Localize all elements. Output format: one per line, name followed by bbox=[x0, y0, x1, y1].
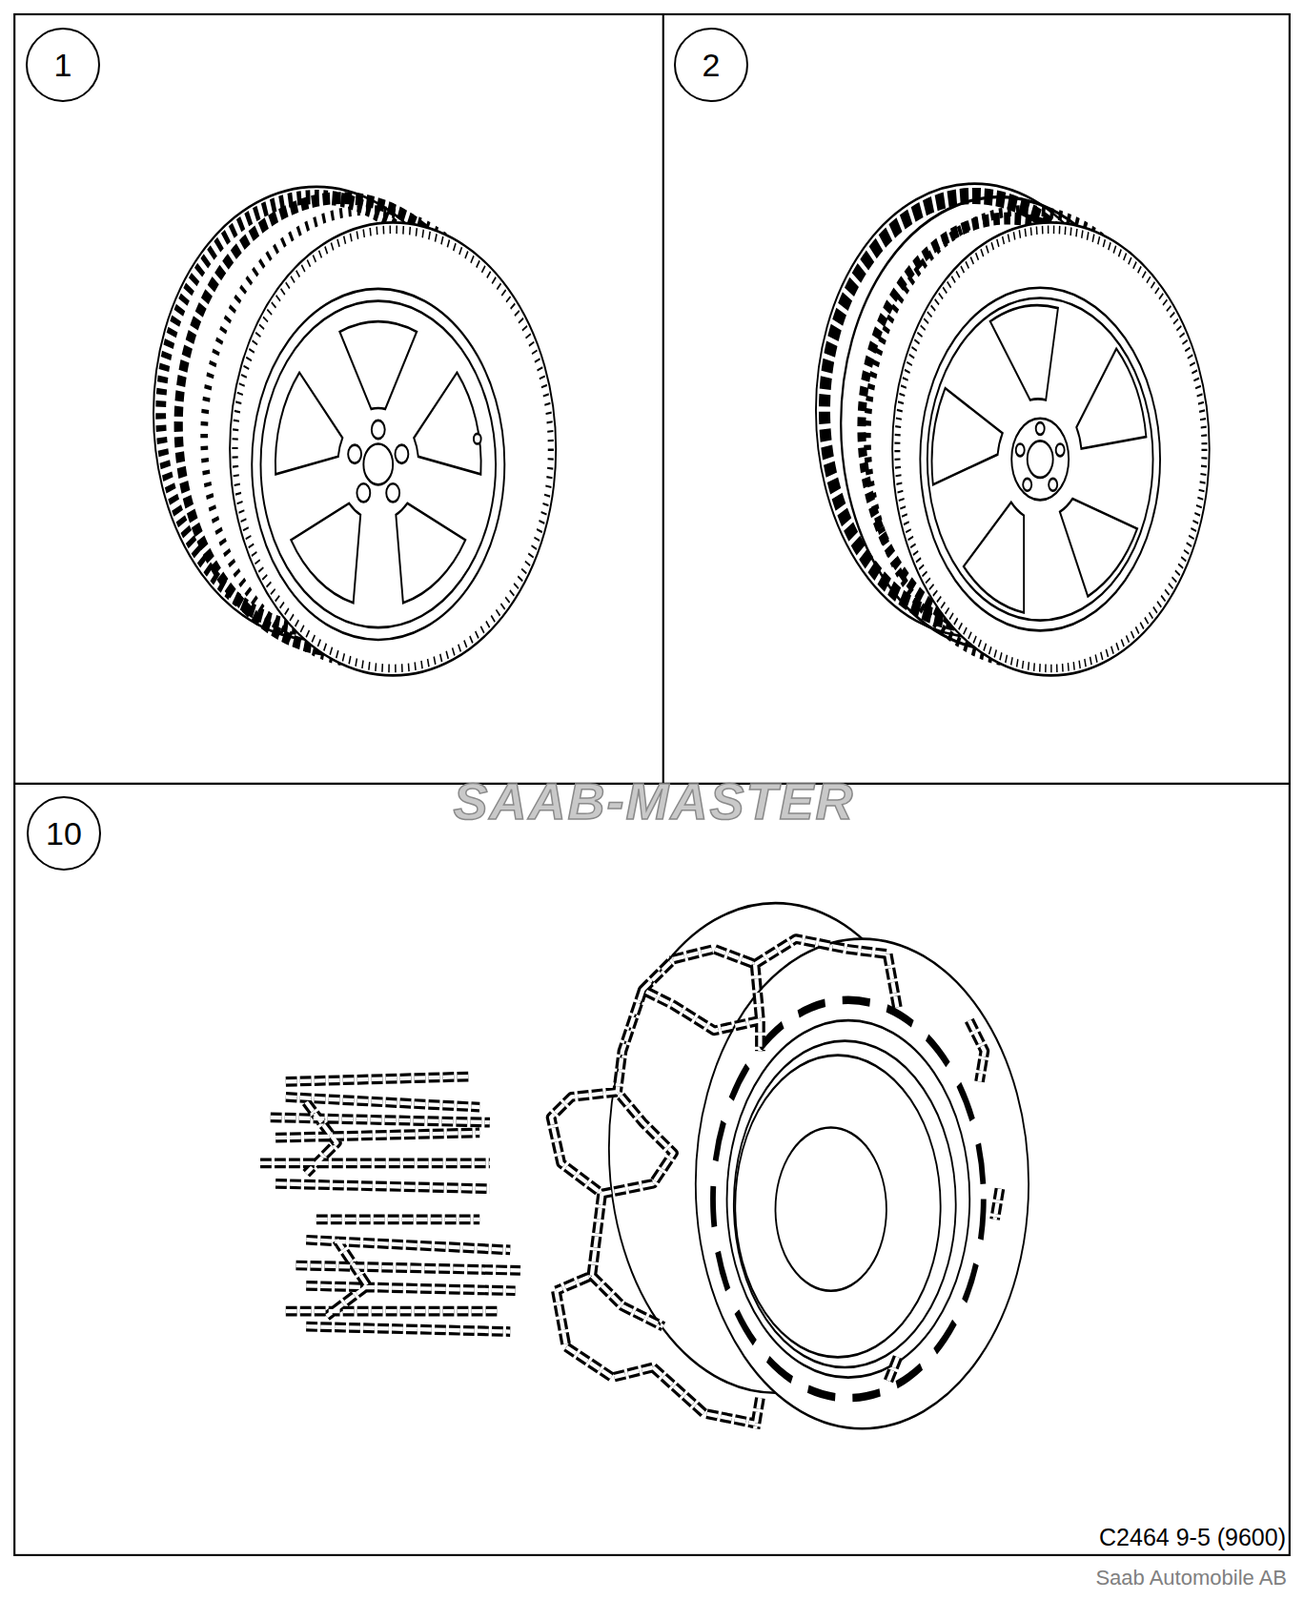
callout-number: 1 bbox=[54, 48, 73, 82]
watermark: SAAB-MASTER bbox=[453, 774, 856, 827]
copyright-note: Saab Automobile AB bbox=[1095, 1567, 1287, 1589]
callout-circle: 10 bbox=[26, 795, 102, 871]
figure-code: C2464 9-5 (9600) bbox=[1099, 1525, 1286, 1549]
callout-number: 2 bbox=[702, 48, 721, 82]
callout-circle: 1 bbox=[25, 27, 101, 102]
callout-number: 10 bbox=[45, 816, 82, 850]
callout-circle: 2 bbox=[673, 27, 749, 102]
